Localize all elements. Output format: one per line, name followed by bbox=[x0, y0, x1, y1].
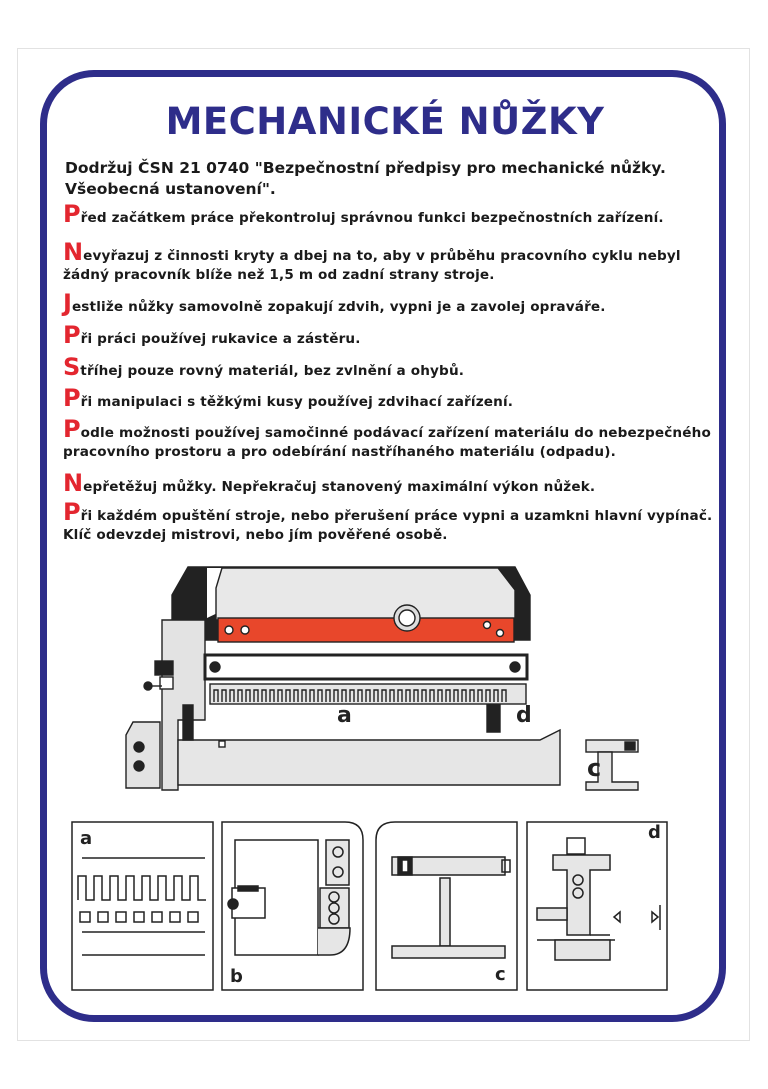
rule-text: evyřazuj z činnosti kryty a dbej na to, … bbox=[63, 248, 681, 283]
rule-text: estliže nůžky samovolně zopakují zdvih, … bbox=[71, 299, 606, 315]
label-c-main: c bbox=[587, 754, 601, 782]
label-a-main: a bbox=[337, 703, 352, 728]
rule-initial: P bbox=[63, 321, 81, 349]
label-d-main: d bbox=[516, 703, 532, 728]
detail-panel-d bbox=[526, 821, 668, 991]
rule-item: Při manipulaci s těžkými kusy používej z… bbox=[63, 386, 723, 412]
rule-text: ři práci používej rukavice a zástěru. bbox=[80, 331, 361, 347]
blade-beam bbox=[217, 617, 515, 643]
detail-panel-b bbox=[221, 821, 364, 991]
label-d-detail: d bbox=[648, 822, 661, 843]
label-a-detail: a bbox=[80, 828, 92, 849]
rule-text: ři každém opuštění stroje, nebo přerušen… bbox=[63, 508, 713, 543]
rule-initial: S bbox=[63, 353, 81, 381]
rule-initial: P bbox=[63, 498, 81, 526]
rule-initial: N bbox=[63, 238, 84, 266]
intro-text: Dodržuj ČSN 21 0740 "Bezpečnostní předpi… bbox=[65, 159, 666, 198]
label-b-detail: b bbox=[230, 966, 243, 987]
rule-initial: P bbox=[63, 384, 81, 412]
rule-initial: P bbox=[63, 415, 81, 443]
rule-initial: N bbox=[63, 469, 84, 497]
sign-frame bbox=[40, 70, 726, 1022]
detail-panel-c bbox=[375, 821, 518, 991]
rule-item: Stříhej pouze rovný materiál, bez zvlněn… bbox=[63, 355, 723, 381]
rule-text: ři manipulaci s těžkými kusy používej zd… bbox=[80, 394, 514, 410]
rule-item: Před začátkem práce překontroluj správno… bbox=[63, 202, 723, 228]
sign-title: MECHANICKÉ NŮŽKY bbox=[165, 100, 605, 143]
rule-item: Nepřetěžuj můžky. Nepřekračuj stanovený … bbox=[63, 471, 723, 497]
rule-text: epřetěžuj můžky. Nepřekračuj stanovený m… bbox=[83, 479, 596, 495]
label-c-detail: c bbox=[495, 964, 506, 985]
machine-ram-cover bbox=[215, 567, 516, 621]
control-box bbox=[125, 721, 161, 789]
sign-sheet bbox=[17, 48, 750, 1041]
rule-item: Při práci používej rukavice a zástěru. bbox=[63, 323, 723, 349]
rule-initial: P bbox=[63, 200, 81, 228]
rule-text: odle možnosti používej samočinné podávac… bbox=[63, 425, 711, 460]
rule-initial: J bbox=[63, 289, 72, 317]
rule-text: tříhej pouze rovný materiál, bez zvlnění… bbox=[80, 363, 465, 379]
rule-text: řed začátkem práce překontroluj správnou… bbox=[80, 210, 664, 226]
rule-item: Jestliže nůžky samovolně zopakují zdvih,… bbox=[63, 291, 723, 317]
detail-panel-a bbox=[71, 821, 214, 991]
rule-item: Podle možnosti používej samočinné podáva… bbox=[63, 417, 723, 462]
machine-table bbox=[177, 728, 561, 786]
rule-item: Při každém opuštění stroje, nebo přeruše… bbox=[63, 500, 723, 545]
rule-item: Nevyřazuj z činnosti kryty a dbej na to,… bbox=[63, 240, 723, 285]
